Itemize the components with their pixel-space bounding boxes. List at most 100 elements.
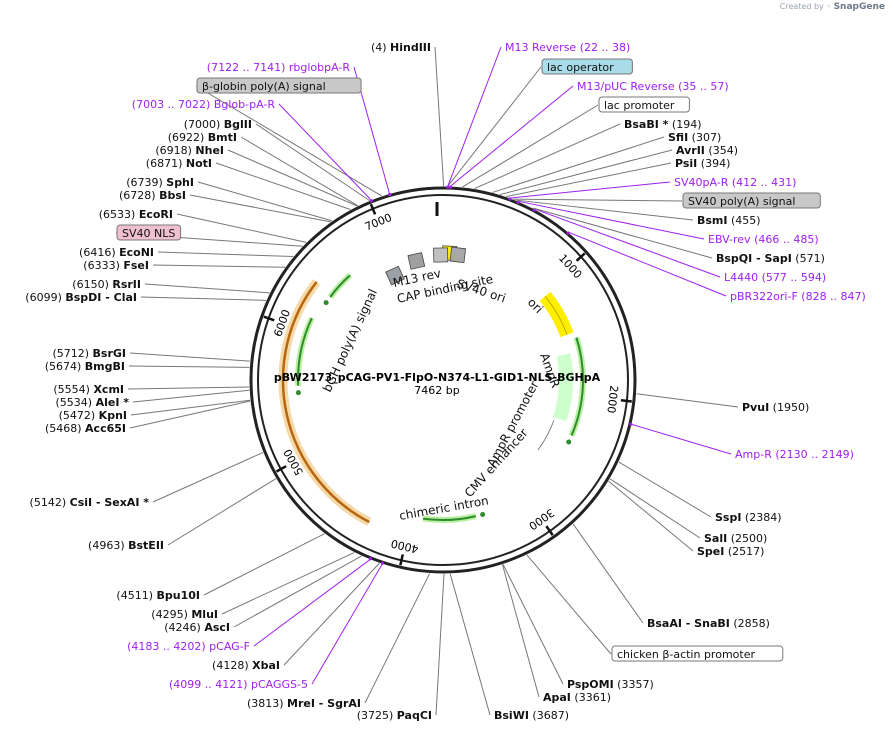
enzyme-name: BsrGI — [93, 347, 126, 360]
tick-label: 2000 — [604, 385, 620, 414]
enzyme-label: SfiI (307) — [668, 131, 721, 144]
primer-name: pCAG-F — [209, 640, 250, 653]
primer-site-mark — [446, 185, 450, 189]
enzyme-label: SalI (2500) — [704, 532, 767, 545]
ori-outline — [544, 296, 568, 335]
enzyme-name: Bpu10I — [157, 589, 201, 602]
primer-position: (577 .. 594) — [758, 271, 826, 284]
enzyme-label: (3813) MreI - SgrAI — [247, 697, 361, 710]
enzyme-label: ApaI (3361) — [543, 691, 611, 704]
enzyme-leader — [513, 198, 683, 202]
primer-site-mark — [369, 199, 373, 203]
enzyme-name: ApaI — [543, 691, 571, 704]
enzyme-leader — [435, 573, 445, 716]
primer-leader — [510, 181, 671, 199]
enzyme-name: XbaI — [252, 659, 280, 672]
feature-box-label: SV40 poly(A) signal — [688, 195, 795, 208]
primer-position: (4183 .. 4202) — [127, 640, 209, 653]
enzyme-label: (6922) BmtI — [168, 131, 237, 144]
cds-left-arrow — [297, 317, 313, 386]
enzyme-leader — [167, 478, 277, 546]
enzyme-leader — [240, 136, 359, 207]
tick-mark — [399, 554, 405, 566]
enzyme-position: (307) — [688, 131, 721, 144]
enzyme-name: EcoRI — [139, 208, 173, 221]
primer-position: (466 .. 485) — [751, 233, 819, 246]
credit-brand: SnapGene — [833, 2, 885, 12]
primer-label: EBV-rev (466 .. 485) — [708, 233, 819, 246]
enzyme-position: (6150) — [72, 278, 112, 291]
enzyme-name: EcoNI — [119, 246, 154, 259]
enzyme-position: (6728) — [119, 189, 159, 202]
enzyme-position: (5554) — [53, 383, 93, 396]
plasmid-title: pBW2173_pCAG-PV1-FlpO-N374-L1-GID1-NLS-B… — [274, 371, 601, 384]
primer-position: (7003 .. 7022) — [132, 98, 214, 111]
enzyme-position: (394) — [697, 157, 730, 170]
enzyme-position: (6922) — [168, 131, 208, 144]
primer-site-mark — [516, 200, 520, 204]
primer-label: SV40pA-R (412 .. 431) — [674, 176, 796, 189]
enzyme-label: PspOMI (3357) — [567, 678, 654, 691]
enzyme-leader — [203, 533, 325, 596]
enzyme-leader — [176, 213, 307, 243]
enzyme-name: BmgBI — [85, 360, 125, 373]
enzyme-leader — [189, 194, 331, 223]
enzyme-position: (6918) — [155, 144, 195, 157]
primer-leader — [518, 200, 705, 240]
enzyme-position: (194) — [668, 118, 701, 131]
enzyme-position: (6416) — [79, 246, 119, 259]
backbone-outer-ring — [249, 186, 637, 574]
enzyme-position: (6533) — [99, 208, 139, 221]
enzyme-leader — [157, 251, 294, 258]
primer-position: (412 .. 431) — [728, 176, 796, 189]
enzyme-leader — [434, 46, 445, 187]
enzyme-position: (3357) — [614, 678, 654, 691]
enzyme-leader — [526, 554, 612, 655]
enzyme-leader — [227, 149, 358, 207]
enzyme-leader — [233, 555, 362, 628]
enzyme-leader — [215, 162, 351, 211]
cds-left-arrow-tip — [295, 390, 301, 396]
primer-label: (7122 .. 7141) rbglobpA-R — [207, 61, 351, 74]
enzyme-name: PspOMI — [567, 678, 614, 691]
cds-top-arrow-tip — [323, 300, 329, 306]
enzyme-position: (5674) — [45, 360, 85, 373]
feature-label-box — [682, 192, 821, 209]
enzyme-leader — [152, 264, 286, 268]
enzyme-position: (2500) — [727, 532, 767, 545]
primer-name: pCAGGS-5 — [251, 678, 308, 691]
enzyme-name: SpeI — [697, 545, 724, 558]
enzyme-position: (6099) — [25, 291, 65, 304]
enzyme-label: (5142) CsiI - SexAI * — [30, 496, 150, 509]
primer-position: (35 .. 57) — [675, 80, 729, 93]
enzyme-label: (5472) KpnI — [59, 409, 127, 422]
primer-leader — [568, 231, 727, 297]
enzyme-position: (2858) — [730, 617, 770, 630]
primer-name: EBV-rev — [708, 233, 751, 246]
primer-label: M13/pUC Reverse (35 .. 57) — [577, 80, 729, 93]
primer-position: (7122 .. 7141) — [207, 61, 289, 74]
enzyme-leader — [492, 136, 665, 193]
cap-site-block — [433, 247, 449, 263]
enzyme-label: (6918) NheI — [155, 144, 224, 157]
primer-site-mark — [368, 557, 372, 561]
primer-site-mark — [508, 197, 512, 201]
enzyme-leader — [462, 104, 599, 188]
tick-mark — [369, 203, 377, 215]
enzyme-position: (5534) — [56, 396, 96, 409]
primer-label: pBR322ori-F (828 .. 847) — [730, 290, 866, 303]
enzyme-leader — [499, 149, 673, 196]
enzyme-label: (4295) MluI — [151, 608, 218, 621]
m13-rev-block — [407, 252, 426, 270]
plasmid-length: 7462 bp — [414, 384, 459, 397]
ori-arc — [539, 291, 574, 338]
enzyme-label: (5554) XcmI — [53, 383, 124, 396]
feature-label-box — [196, 77, 362, 94]
enzyme-position: (6871) — [146, 157, 186, 170]
enzyme-leader — [532, 207, 713, 259]
primer-position: (2130 .. 2149) — [772, 448, 854, 461]
enzyme-label: (5468) Acc65I — [45, 422, 126, 435]
enzyme-leader — [128, 365, 250, 368]
primer-site-mark — [629, 422, 633, 426]
primer-site-mark — [388, 192, 392, 197]
